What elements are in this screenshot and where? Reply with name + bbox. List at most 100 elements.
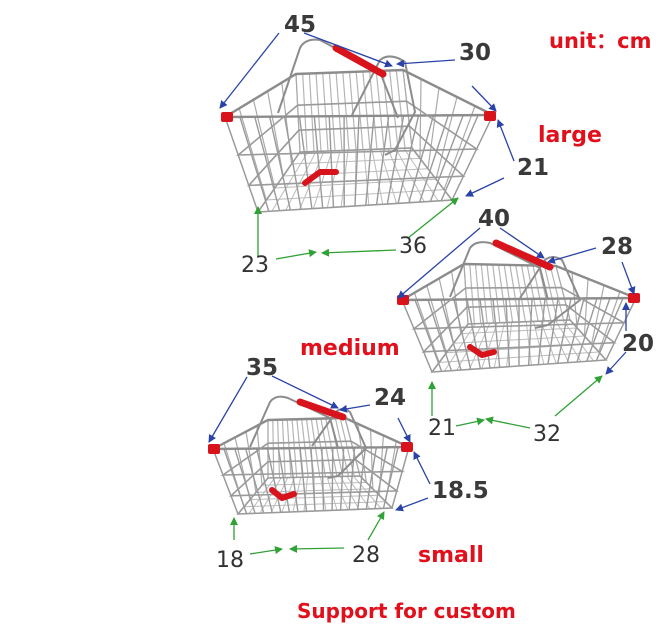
basket-front-wire [429,114,464,202]
basket-side-wire [435,96,458,180]
basket-front-wire [386,115,405,205]
basket-front-wire [266,448,282,513]
basket-front-wire [466,299,482,369]
arrow-large-top-width [471,85,497,112]
medium-basket [397,239,640,373]
arrow-small-bottom-length [367,511,385,541]
basket-ring [430,319,608,373]
basket-back-wire [308,73,315,152]
large-bottom-width: 23 [241,253,269,278]
arrow-small-bottom-length [289,544,345,553]
basket-floor-wire [326,150,341,208]
large-height: 21 [517,155,550,181]
basket-floor-wire [285,151,317,211]
basket-front-wire [321,447,325,511]
arrow-small-top-length [208,376,248,443]
basket-floor-wire [555,320,582,362]
basket-side-wire [295,73,301,153]
basket-back-wire [509,264,520,323]
basket-handle-wire [449,241,549,301]
arrow-medium-bottom-length [485,416,531,429]
handle-clip [269,487,297,501]
basket-front-wire [223,448,248,514]
basket-back-wire [497,264,507,323]
basket-front-wire [288,448,299,512]
arrow-small-bottom-width [249,546,283,555]
basket-front-wire [268,116,292,211]
large-basket [220,38,496,213]
arrow-large-bottom-width [275,249,317,260]
handle-grip [332,44,387,78]
basket-front-wire [375,115,390,205]
basket-front-wire [547,298,559,365]
basket-side-wire [555,265,571,321]
arrow-large-height [465,177,505,197]
large-top-width: 30 [459,40,492,66]
arrow-medium-height [605,351,627,375]
small-top-width: 24 [374,385,407,411]
basket-back-wire [355,71,364,150]
basket-floor-wire [547,320,570,363]
basket-front-wire [605,297,637,361]
basket-back-wire [375,70,385,150]
basket-floor-wire [540,320,557,364]
arrow-medium-top-length [499,227,545,259]
basket-ring [421,304,617,353]
basket-back-wire [335,72,343,151]
arrow-large-bottom-length [321,248,397,257]
basket-floor-wire [481,322,498,369]
size-label-small: small [418,543,484,568]
corner-cap [401,442,413,452]
arrow-medium-top-length [397,227,481,299]
basket-front-wire [255,448,273,513]
basket-front-wire [566,298,585,363]
handle-grip [296,398,347,421]
arrow-small-height [413,451,431,485]
basket-front-wire [354,115,360,207]
basket-front-wire [244,448,265,514]
basket-handle-wire [277,38,399,119]
basket-front-wire [328,116,335,208]
small-bottom-width: 18 [216,548,244,573]
basket-floor-wire [261,481,367,486]
basket-front-wire [419,115,449,203]
size-label-medium: medium [300,336,400,361]
basket-side-wire [443,105,476,190]
basket-back-wire [362,71,371,150]
basket-back-wire [549,265,565,321]
basket-floor-wire [403,148,439,202]
basket-floor-wire [312,150,333,209]
medium-top-width: 28 [601,234,634,260]
arrow-large-bottom-length [407,197,459,239]
basket-front-wire [453,299,472,370]
basket-back-wire [395,70,406,149]
corner-cap [628,293,640,303]
basket-ring [228,458,400,497]
small-top-length: 35 [246,355,279,381]
basket-back-wire [515,265,526,322]
basket-floor-wire [493,322,505,368]
basket-front-wire [348,447,356,510]
basket-handle-wire [351,55,417,156]
size-label-large: large [538,123,602,148]
basket-front-wire [576,298,598,363]
small-height: 18.5 [432,478,489,504]
basket-floor-wire [387,148,411,203]
arrow-medium-bottom-width [455,417,485,427]
basket-ring [212,416,410,451]
basket-side-wire [426,285,447,353]
basket-back-wire [348,71,357,151]
basket-front-wire [527,298,533,366]
handle-clip [302,169,339,186]
arrow-medium-bottom-length [554,375,603,417]
basket-ring [256,147,454,213]
basket-front-wire [414,299,443,372]
basket-side-wire [252,99,276,189]
basket-front-wire [339,447,345,511]
corner-cap [208,444,220,454]
basket-floor-wire [525,321,532,366]
medium-bottom-length: 32 [533,422,561,447]
basket-front-wire [254,116,281,211]
basket-back-wire [328,72,336,151]
arrow-large-height [496,119,515,162]
